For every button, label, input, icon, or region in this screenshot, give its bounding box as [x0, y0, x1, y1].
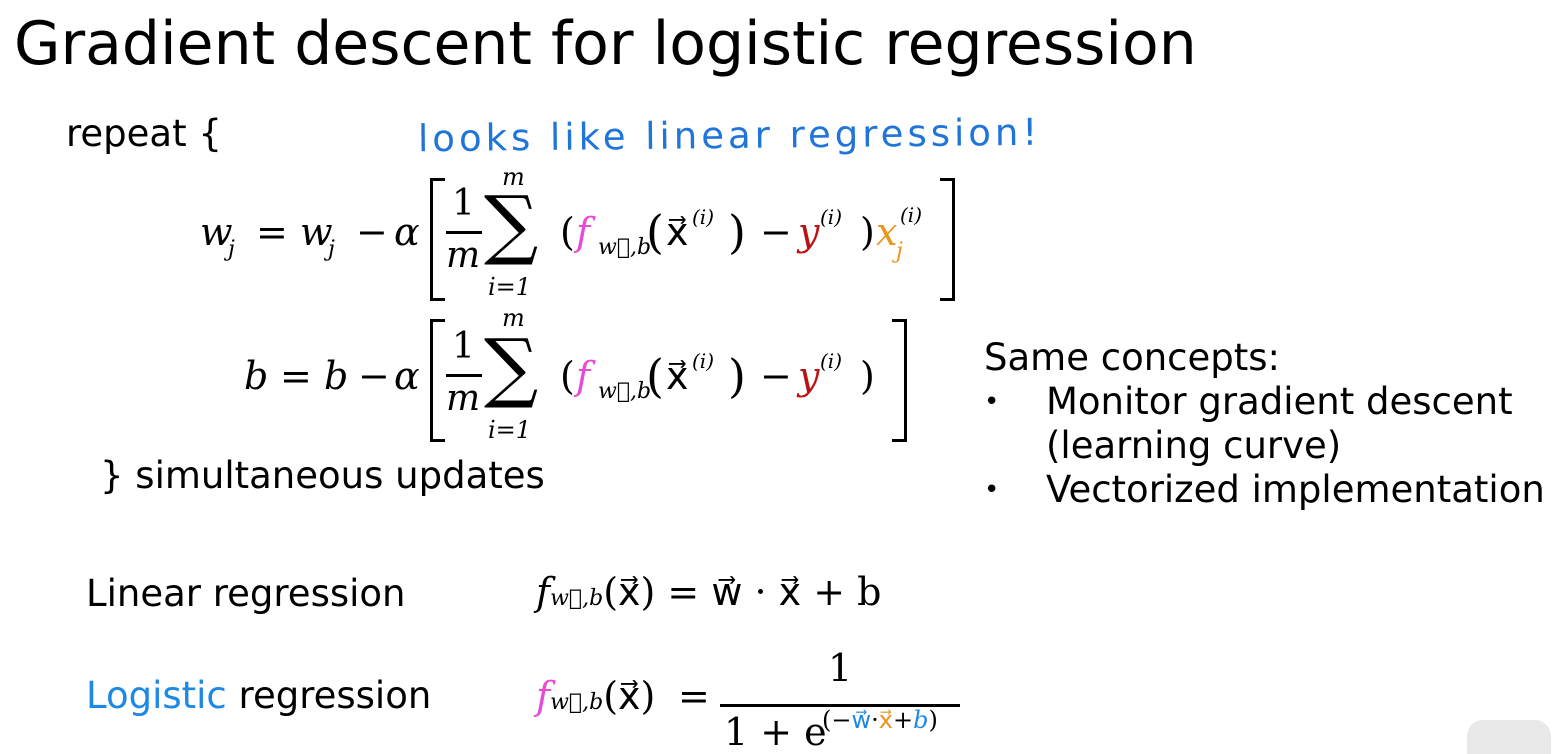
b-x-sup: (i): [692, 349, 715, 373]
concepts-heading: Same concepts:: [984, 336, 1280, 379]
w-lhs-sub: j: [228, 237, 235, 262]
b-equals: =: [280, 354, 312, 398]
w-f: f: [576, 210, 591, 254]
b-paren-open: (: [560, 354, 575, 398]
b-rhs-var: b: [324, 354, 349, 398]
w-frac-bar: [446, 231, 482, 234]
logistic-den-exponent: (−w⃗·x⃗+b): [822, 706, 938, 734]
b-frac-bar: [446, 374, 482, 377]
logistic-numerator: 1: [828, 646, 853, 690]
watermark-logo: [1467, 720, 1551, 754]
w-x-paren-open: (: [646, 205, 664, 259]
concept-item: Monitor gradient descent: [984, 380, 1545, 424]
linear-rhs: = w⃗ · x⃗ + b: [667, 570, 882, 614]
w-rhs-sub: j: [328, 237, 335, 262]
logistic-f-sub: w⃗,b: [550, 690, 604, 715]
b-frac-num: 1: [452, 326, 475, 367]
w-x-sup: (i): [692, 205, 715, 229]
w-equals: =: [256, 210, 288, 254]
b-y: y: [798, 354, 820, 398]
repeat-close: } simultaneous updates: [100, 454, 545, 497]
b-x: x⃗: [666, 354, 689, 398]
logistic-label-rest: regression: [226, 674, 432, 717]
w-alpha: α: [394, 210, 420, 254]
w-paren-open: (: [560, 210, 575, 254]
update-w-equation: w j = w j − α 1 m m ∑ i=1 ( f w⃗,b ( x⃗ …: [200, 163, 980, 305]
logistic-f: f: [536, 674, 551, 718]
logistic-label-colored: Logistic: [86, 674, 227, 717]
concepts-panel: Same concepts: Monitor gradient descent …: [984, 336, 1545, 512]
logistic-formula: fw⃗,b(x⃗) = 1 1 + e (−w⃗·x⃗+b): [536, 640, 976, 754]
concept-item: Vectorized implementation: [984, 468, 1545, 512]
w-sum-top: m: [502, 163, 525, 191]
b-sum-top: m: [502, 304, 525, 332]
update-b-equation: b = b − α 1 m m ∑ i=1 ( f w⃗,b ( x⃗ (i) …: [244, 304, 944, 446]
b-x-paren-close: ): [728, 349, 746, 403]
w-minus-2: −: [760, 210, 792, 254]
w-y-sup: (i): [820, 205, 843, 229]
slide-title: Gradient descent for logistic regression: [14, 9, 1197, 79]
b-right-bracket: [892, 319, 907, 442]
w-x-paren-close: ): [728, 205, 746, 259]
b-f-sub: w⃗,b: [598, 379, 652, 404]
logistic-lhs-rest: (x⃗): [603, 674, 656, 718]
w-frac-den: m: [446, 235, 481, 276]
concepts-list: Monitor gradient descent (learning curve…: [984, 380, 1545, 512]
logistic-frac-bar: [720, 704, 960, 707]
w-x: x⃗: [666, 210, 689, 254]
w-rhs-var: w: [300, 210, 333, 254]
w-minus: −: [356, 210, 388, 254]
b-alpha: α: [394, 354, 420, 398]
b-paren-close: ): [860, 354, 875, 398]
w-sum-icon: ∑: [484, 179, 539, 268]
logistic-lhs: fw⃗,b(x⃗): [536, 674, 655, 718]
b-minus: −: [358, 354, 390, 398]
w-paren-close: ): [860, 210, 875, 254]
b-sum-icon: ∑: [484, 322, 539, 411]
linear-f: f: [536, 570, 551, 614]
w-left-bracket: [430, 178, 445, 301]
w-xj: x: [876, 210, 898, 254]
w-xj-sup: (i): [900, 203, 923, 227]
b-f: f: [576, 354, 591, 398]
b-y-sup: (i): [820, 349, 843, 373]
w-right-bracket: [940, 178, 955, 301]
repeat-open: repeat {: [66, 112, 222, 155]
w-y: y: [798, 210, 820, 254]
w-xj-sub: j: [896, 239, 903, 264]
b-sum-bottom: i=1: [488, 416, 532, 444]
b-left-bracket: [430, 319, 445, 442]
w-lhs: w: [200, 210, 233, 254]
logistic-den-base: 1 + e: [724, 710, 827, 754]
w-sum-bottom: i=1: [488, 273, 532, 301]
w-frac-num: 1: [452, 183, 475, 224]
linear-formula: fw⃗,b(x⃗) = w⃗ · x⃗ + b: [536, 570, 881, 614]
b-lhs: b: [244, 354, 269, 398]
logistic-label: Logistic regression: [86, 674, 431, 717]
b-x-paren-open: (: [646, 349, 664, 403]
linear-f-sub: w⃗,b: [550, 586, 604, 611]
b-frac-den: m: [446, 378, 481, 419]
b-minus-2: −: [760, 354, 792, 398]
linear-label: Linear regression: [86, 572, 406, 615]
logistic-equals: =: [678, 674, 710, 718]
handwritten-annotation: looks like linear regression!: [417, 110, 1042, 161]
linear-lhs-rest: (x⃗): [603, 570, 656, 614]
concept-item-continuation: (learning curve): [1046, 424, 1342, 467]
w-f-sub: w⃗,b: [598, 235, 652, 260]
